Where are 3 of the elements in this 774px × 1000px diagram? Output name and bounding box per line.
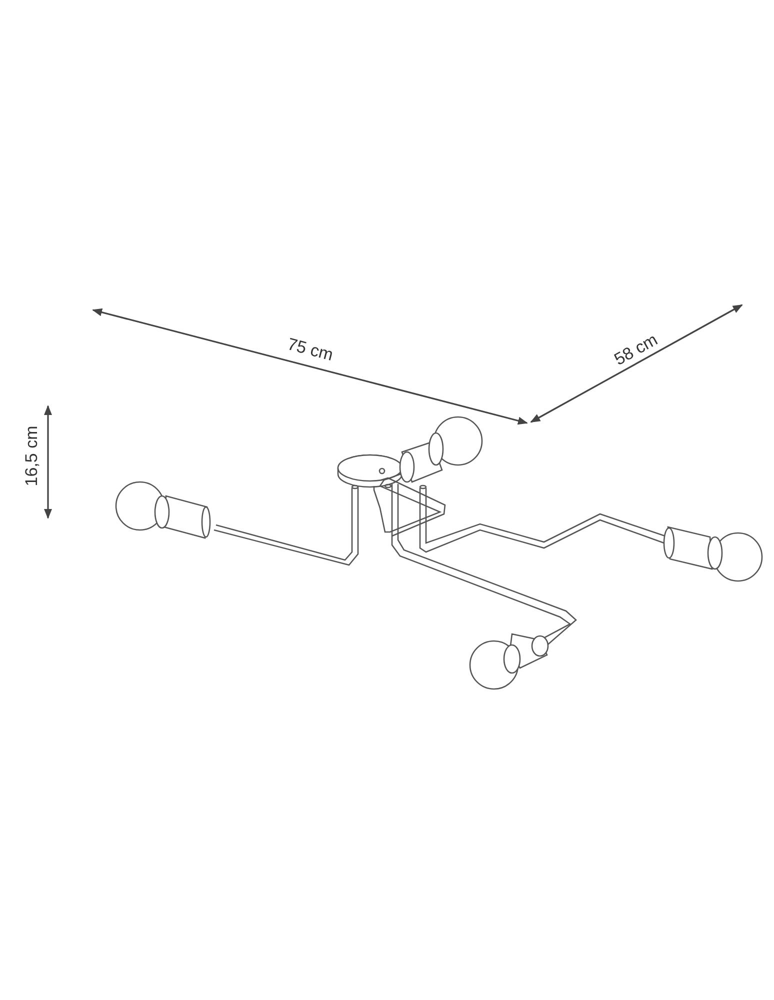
dimension-label: 58 cm — [611, 330, 662, 370]
dimension-label: 16,5 cm — [22, 426, 42, 486]
dimension-label: 75 cm — [285, 334, 336, 366]
